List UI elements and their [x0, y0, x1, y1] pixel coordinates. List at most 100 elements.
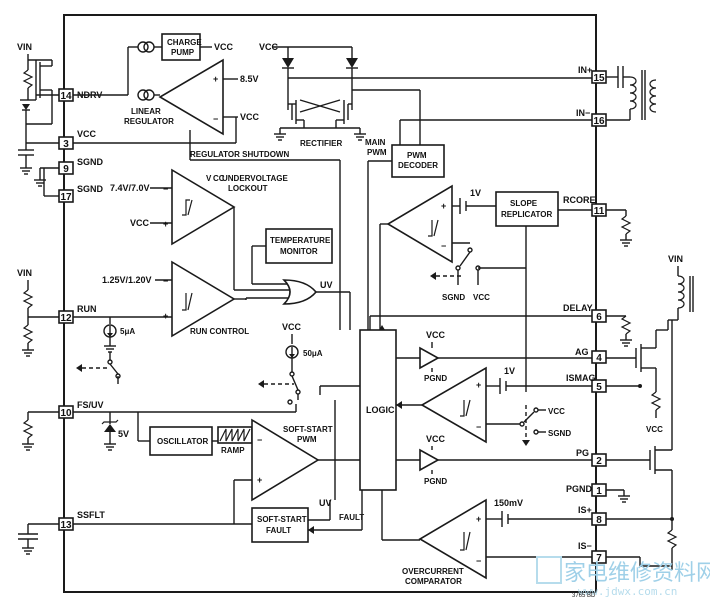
- oscillator-block: [149, 426, 213, 456]
- svg-text:VIN: VIN: [17, 42, 32, 52]
- ic-outline: [63, 14, 597, 593]
- svg-text:MAIN: MAIN: [365, 138, 386, 147]
- svg-text:16: 16: [593, 116, 605, 127]
- svg-text:家电维修资料网: 家电维修资料网: [564, 561, 710, 586]
- svg-text:−: −: [476, 422, 481, 432]
- svg-text:DECODER: DECODER: [398, 161, 438, 170]
- svg-text:13: 13: [60, 520, 72, 531]
- pin-4: 4 AG: [575, 347, 607, 364]
- pin-1: 1 PGND: [566, 483, 607, 497]
- svg-text:PGND: PGND: [566, 484, 593, 494]
- svg-text:REGULATOR: REGULATOR: [124, 117, 174, 126]
- svg-text:−: −: [476, 556, 481, 566]
- svg-text:FAULT: FAULT: [339, 513, 364, 522]
- svg-text:PGND: PGND: [424, 374, 447, 383]
- svg-text:SSFLT: SSFLT: [77, 510, 105, 520]
- svg-text:VIN: VIN: [668, 254, 683, 264]
- overcurrent-comparator: [418, 498, 487, 580]
- svg-text:+: +: [476, 380, 481, 390]
- svg-text:FS/UV: FS/UV: [77, 400, 104, 410]
- svg-text:7.4V/7.0V: 7.4V/7.0V: [110, 183, 150, 193]
- part-code: 3765 BD: [572, 593, 596, 599]
- svg-text:10: 10: [60, 408, 72, 419]
- svg-text:UV: UV: [319, 498, 332, 508]
- slope-replicator-section: + − 1V SLOPE REPLICATOR SGND VCC: [379, 184, 592, 392]
- svg-text:RUN CONTROL: RUN CONTROL: [190, 327, 249, 336]
- svg-text:VCC: VCC: [646, 425, 663, 434]
- svg-text:V: V: [206, 174, 212, 183]
- svg-text:150mV: 150mV: [494, 498, 523, 508]
- svg-text:IN+: IN+: [578, 65, 592, 75]
- svg-text:VCC: VCC: [473, 293, 490, 302]
- watermark-logo: [536, 556, 562, 584]
- svg-text:IN−: IN−: [576, 108, 590, 118]
- svg-text:CHARGE: CHARGE: [167, 38, 202, 47]
- external-right-circuit: VIN VCC: [606, 66, 694, 570]
- svg-text:COMPARATOR: COMPARATOR: [405, 577, 462, 586]
- svg-text:OVERCURRENT: OVERCURRENT: [402, 567, 464, 576]
- external-left-circuit: VIN: [17, 42, 59, 555]
- svg-text:IS−: IS−: [578, 541, 592, 551]
- svg-text:4: 4: [596, 353, 602, 364]
- svg-text:RCORE: RCORE: [563, 195, 596, 205]
- svg-text:RUN: RUN: [77, 304, 97, 314]
- svg-text:2: 2: [596, 456, 602, 467]
- svg-text:REGULATOR SHUTDOWN: REGULATOR SHUTDOWN: [190, 150, 289, 159]
- run-control-section: 1.25V/1.20V − + RUN CONTROL 5μA: [73, 260, 249, 384]
- svg-text:LOGIC: LOGIC: [366, 405, 395, 415]
- svg-text:VCC: VCC: [214, 42, 234, 52]
- svg-text:VIN: VIN: [17, 268, 32, 278]
- svg-text:1: 1: [596, 486, 602, 497]
- ag-driver: VCC PGND: [396, 330, 592, 383]
- svg-text:+: +: [213, 74, 218, 84]
- svg-text:VCC: VCC: [240, 112, 260, 122]
- svg-text:PWM: PWM: [297, 435, 317, 444]
- svg-text:7: 7: [596, 553, 602, 564]
- svg-text:+: +: [163, 219, 168, 229]
- svg-text:+: +: [257, 475, 262, 485]
- pin-17: 17 SGND: [58, 184, 104, 203]
- svg-text:CC: CC: [213, 174, 225, 183]
- svg-text:IS+: IS+: [578, 505, 592, 515]
- svg-text:+: +: [441, 201, 446, 211]
- svg-text:ISMAG: ISMAG: [566, 373, 596, 383]
- svg-text:VCC: VCC: [130, 218, 150, 228]
- svg-text:1V: 1V: [504, 366, 515, 376]
- svg-text:PGND: PGND: [424, 477, 447, 486]
- soft-start-fault-block: [251, 507, 309, 543]
- logic-section: LOGIC: [359, 325, 420, 541]
- svg-text:UNDERVOLTAGE: UNDERVOLTAGE: [222, 174, 288, 183]
- slope-replicator-block: [495, 191, 559, 227]
- watermark: 家电维修资料网 www.jdwx.com.cn: [536, 556, 710, 598]
- svg-text:VCC: VCC: [548, 407, 565, 416]
- run-comparator: [171, 260, 236, 338]
- svg-text:−: −: [163, 184, 168, 194]
- svg-text:8: 8: [596, 515, 602, 526]
- svg-text:www.jdwx.com.cn: www.jdwx.com.cn: [578, 585, 677, 598]
- svg-text:50μA: 50μA: [303, 349, 323, 358]
- svg-text:VCC: VCC: [426, 330, 446, 340]
- svg-text:5μA: 5μA: [120, 327, 135, 336]
- svg-text:PWM: PWM: [367, 148, 387, 157]
- svg-text:SGND: SGND: [77, 184, 104, 194]
- svg-text:3: 3: [63, 139, 69, 150]
- pg-driver: VCC PGND: [396, 434, 592, 486]
- svg-text:−: −: [257, 435, 262, 445]
- uvlo-section: 7.4V/7.0V VCC − + V CC UNDERVOLTAGE LOCK…: [110, 168, 290, 291]
- svg-text:UV: UV: [320, 280, 333, 290]
- svg-text:5: 5: [596, 382, 602, 393]
- svg-text:RAMP: RAMP: [221, 446, 245, 455]
- svg-text:1V: 1V: [470, 188, 481, 198]
- temperature-monitor-section: TEMPERATURE MONITOR UV: [245, 228, 351, 330]
- svg-text:FAULT: FAULT: [266, 526, 291, 535]
- regulator-amplifier: [158, 58, 224, 136]
- linear-regulator-section: CHARGE PUMP VCC LINEAR REGULATOR + − 8.5…: [73, 33, 341, 330]
- ismag-comparator: [420, 366, 487, 444]
- pwm-decoder-section: MAIN PWM PWM DECODER: [365, 138, 445, 330]
- svg-text:SGND: SGND: [548, 429, 571, 438]
- svg-text:8.5V: 8.5V: [240, 74, 259, 84]
- svg-text:VCC: VCC: [77, 129, 97, 139]
- svg-text:LOCKOUT: LOCKOUT: [228, 184, 268, 193]
- core-comparator: [386, 184, 453, 264]
